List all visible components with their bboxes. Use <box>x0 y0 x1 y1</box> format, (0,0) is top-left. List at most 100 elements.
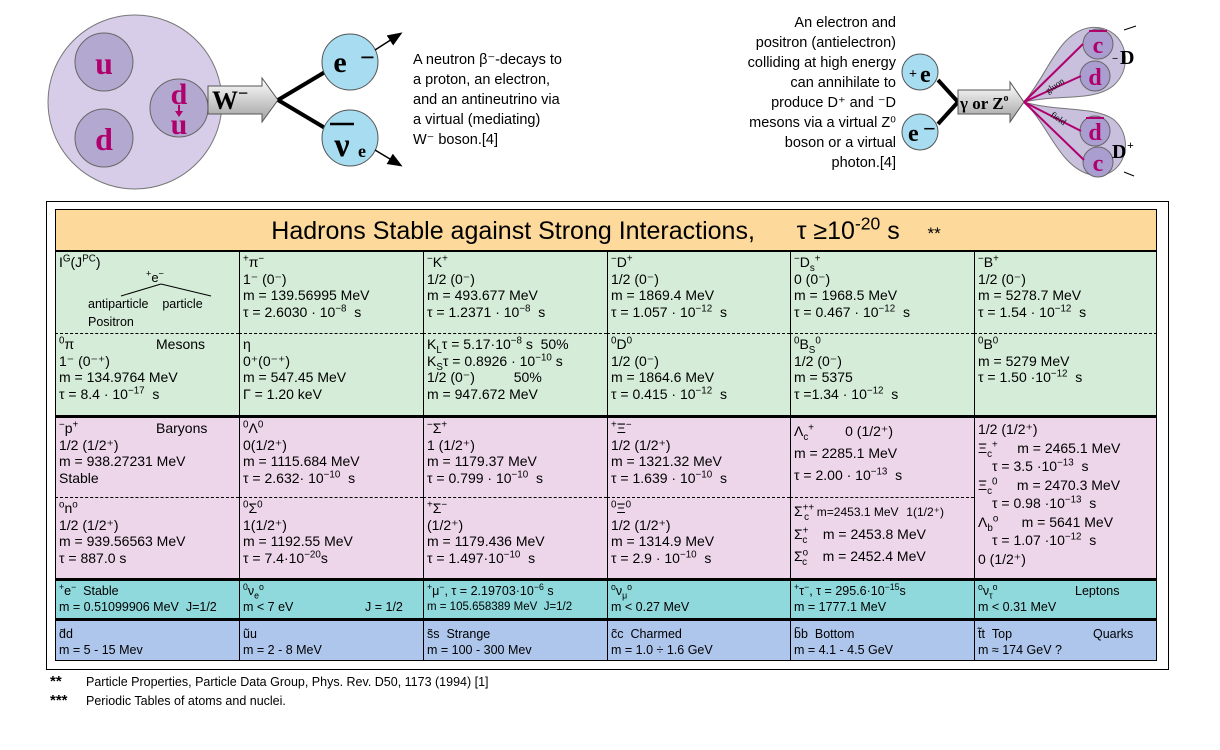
caption-line: a proton, an electron, <box>413 72 551 88</box>
cell-muon: +μ−, τ = 2.19703·10−6 s m = 105.658389 M… <box>423 578 607 618</box>
title-text: Hadrons Stable against Strong Interactio… <box>271 217 755 245</box>
cell-quark-s: s̃s Strange m = 100 - 300 Mev <box>423 618 607 661</box>
quark-u-produced-label: u <box>171 108 188 141</box>
meson-top-pre: − <box>1112 53 1118 65</box>
caption-line: An electron and <box>794 15 896 31</box>
positron-circle <box>901 53 939 91</box>
electron-charge: − <box>360 43 375 72</box>
footnotes: **Particle Properties, Particle Data Gro… <box>50 673 489 711</box>
quark-dbar-label: d <box>1088 120 1102 146</box>
cell-tau: +τ−, τ = 295.6·10−15s m = 1777.1 MeV <box>790 578 974 618</box>
annihilation-svg: + e e − γ or Zo c d d c gluon field − D <box>901 25 1137 178</box>
legend-antiparticle: antiparticle <box>88 297 149 311</box>
quark-cbar-label: c <box>1093 33 1104 59</box>
electron-circle-2 <box>901 113 939 151</box>
neutron-decay-svg: u d d u W− e − ν e <box>47 14 403 190</box>
antineutrino-circle <box>321 109 379 167</box>
positron-label: e <box>920 62 931 88</box>
cell-d-neutral: 0D0 1/2 (0⁻) m = 1864.6 MeV τ = 0.415 · … <box>607 333 790 415</box>
cell-pion-charged: +π− 1⁻ (0⁻) m = 139.56995 MeV τ = 2.6030… <box>239 251 423 333</box>
cell-lambda: 0Λ0 0(1/2⁺) m = 1115.684 MeV τ = 2.632· … <box>239 415 423 497</box>
caption-line: a virtual (mediating) <box>413 112 541 128</box>
caption-line: produce D⁺ and ⁻D <box>771 95 896 111</box>
cell-lambda-c: Λc+ 0 (1/2⁺) m = 2285.1 MeV τ = 2.00 · 1… <box>790 415 974 497</box>
cell-nu-mu: oνμo m < 0.27 MeV <box>607 578 790 618</box>
quark-c-label: c <box>1093 151 1104 177</box>
quark-u-label: u <box>95 45 113 81</box>
mediator-label: γ or Zo <box>959 93 1009 113</box>
quark-u-circle <box>74 32 134 92</box>
footnote: ***Periodic Tables of atoms and nuclei. <box>50 692 286 709</box>
caption-line: and an antineutrino via <box>413 92 560 108</box>
caption-line: can annihilate to <box>790 75 896 91</box>
leptons-label: Leptons <box>1075 584 1120 598</box>
cell-eta: η 0⁺(0⁻⁺) m = 547.45 MeV Γ = 1.20 keV <box>239 333 423 415</box>
cell-neutron: ono 1/2 (1/2⁺) m = 939.56563 MeV τ = 887… <box>55 497 239 578</box>
cell-kaon-neutral: KLτ = 5.17·10−8 s 50% KSτ = 0.8926 · 10−… <box>423 333 607 415</box>
hadron-table: Hadrons Stable against Strong Interactio… <box>55 209 1159 661</box>
caption-line: photon.[4] <box>831 155 897 171</box>
cell-proton: −p+Baryons 1/2 (1/2⁺) m = 938.27231 MeV … <box>55 415 239 497</box>
cell-bs-neutral: 0BS0 1/2 (0⁻) m = 5375 τ =1.34 · 10−12 s <box>790 333 974 415</box>
positron-charge: + <box>909 67 917 82</box>
annihilation-caption: An electron and positron (antielectron) … <box>700 13 896 173</box>
cell-sigma-minus: +Σ− (1/2⁺) m = 1179.436 MeV τ = 1.497·10… <box>423 497 607 578</box>
neutron-decay-caption: A neutron β⁻-decays to a proton, an elec… <box>413 50 603 150</box>
quark-d-decaying-label: d <box>171 78 188 111</box>
meson-top-label: D <box>1120 47 1134 69</box>
cell-quark-u: ũu m = 2 - 8 MeV <box>239 618 423 661</box>
meson-bottom-sup: + <box>1127 138 1134 152</box>
cell-sigma-neutral: 0Σ0 1(1/2⁺) m = 1192.55 MeV τ = 7.4·10−2… <box>239 497 423 578</box>
cell-b-charged: −B+ 1/2 (0⁻) m = 5278.7 MeV τ = 1.54 · 1… <box>974 251 1157 333</box>
cell-quark-d: d̃d m = 5 - 15 Mev <box>55 618 239 661</box>
electron-circle <box>321 33 379 91</box>
title-stars: ** <box>927 224 941 243</box>
electron-charge-2: − <box>923 116 936 141</box>
cell-xi-c-and-lambda-b: 1/2 (1/2⁺) Ξc+ m = 2465.1 MeV τ = 3.5 ·1… <box>974 415 1157 578</box>
electron-label: e <box>333 46 346 79</box>
cell-electron: +e− Stable m = 0.51099906 MeV J=1/2 <box>55 578 239 618</box>
electron-label-2: e <box>908 121 919 147</box>
w-boson-arrow <box>207 76 279 124</box>
table-title: Hadrons Stable against Strong Interactio… <box>55 209 1157 251</box>
quarks-label: Quarks <box>1093 627 1134 641</box>
quark-d-circle <box>74 108 134 168</box>
baryons-label: Baryons <box>156 420 208 436</box>
caption-line: A neutron β⁻-decays to <box>413 52 562 68</box>
cell-ds-charged: −Ds+ 0 (0⁻) m = 1968.5 MeV τ = 0.467 · 1… <box>790 251 974 333</box>
cell-quark-c: c̃c Charmed m = 1.0 ÷ 1.6 GeV <box>607 618 790 661</box>
cell-sigma-charged: −Σ+ 1 (1/2⁺) m = 1179.37 MeV τ = 0.799 ·… <box>423 415 607 497</box>
legend-cell: IG(JPC) +e− antiparticle particle Positr… <box>55 251 239 333</box>
neutron-decay-diagram: u d d u W− e − ν e <box>40 10 420 200</box>
annihilation-diagram: + e e − γ or Zo c d d c gluon field − D <box>898 14 1178 189</box>
cell-xi-charged: +Ξ− 1/2 (1/2⁺) m = 1321.32 MeV τ = 1.639… <box>607 415 790 497</box>
title-exp: -20 <box>854 213 881 234</box>
mediator-arrow <box>957 80 1025 124</box>
cell-kaon-charged: −K+ 1/2 (0⁻) m = 493.677 MeV τ = 1.2371 … <box>423 251 607 333</box>
title-tau: τ ≥10 <box>796 217 855 245</box>
meson-bottom-label: D <box>1112 141 1126 163</box>
mesons-label: Mesons <box>156 336 206 352</box>
footnote: **Particle Properties, Particle Data Gro… <box>50 673 489 690</box>
legend-positron: Positron <box>88 315 134 329</box>
caption-line: W⁻ boson.[4] <box>413 132 499 148</box>
caption-line: boson or a virtual <box>784 135 896 151</box>
cell-xi-neutral: 0Ξ0 1/2 (1/2⁺) m = 1314.9 MeV τ = 2.9 · … <box>607 497 790 578</box>
title-unit: s <box>887 217 900 245</box>
caption-line: colliding at high energy <box>747 55 896 71</box>
caption-line: positron (antielectron) <box>755 35 896 51</box>
caption-line: mesons via a virtual Z⁰ <box>749 115 896 131</box>
cell-d-charged: −D+ 1/2 (0⁻) m = 1869.4 MeV τ = 1.057 · … <box>607 251 790 333</box>
antineutrino-label: ν <box>333 127 349 164</box>
cell-sigma-c: Σ++c m=2453.1 MeV 1(1/2⁺) Σ+c m = 2453.8… <box>790 497 974 578</box>
w-boson-label: W− <box>212 83 248 115</box>
hadron-table-frame: Hadrons Stable against Strong Interactio… <box>46 201 1169 670</box>
quark-d-label-2: d <box>1088 65 1102 91</box>
cell-quark-b: b̃b Bottom m = 4.1 - 4.5 GeV <box>790 618 974 661</box>
antineutrino-sub: e <box>358 141 366 161</box>
cell-b-neutral: 0B0 m = 5279 MeV τ = 1.50 ·10−12 s <box>974 333 1157 415</box>
